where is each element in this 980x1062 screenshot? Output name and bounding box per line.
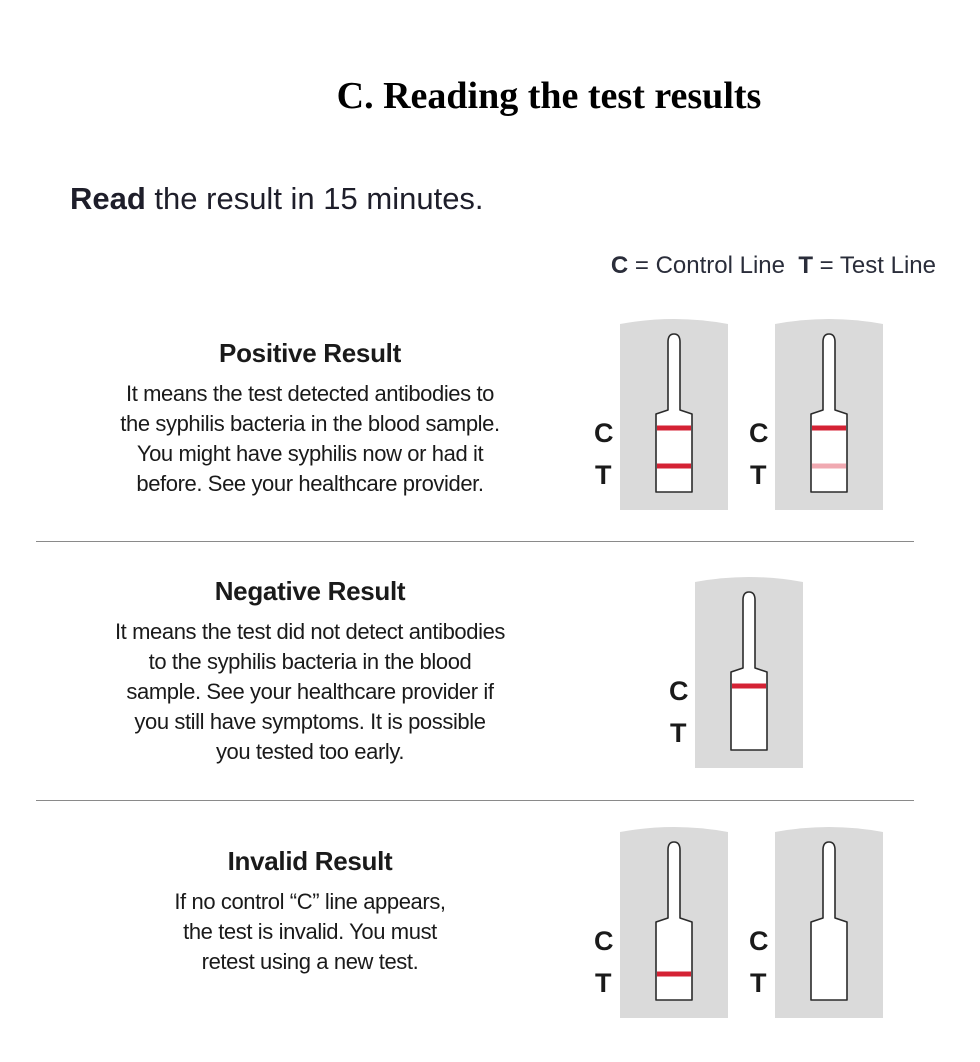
strip-window bbox=[810, 841, 848, 1001]
strip-window bbox=[810, 333, 848, 493]
control-line bbox=[812, 425, 846, 431]
positive-heading: Positive Result bbox=[219, 338, 401, 368]
section-divider bbox=[36, 800, 914, 801]
strip-window bbox=[655, 841, 693, 1001]
test-strip bbox=[775, 827, 883, 1018]
t-label: T bbox=[595, 968, 612, 998]
invalid-section-text: Invalid Result If no control “C” line ap… bbox=[90, 846, 530, 977]
strip-window bbox=[655, 333, 693, 493]
intro-text: Read the result in 15 minutes. bbox=[70, 181, 484, 217]
positive-line: the syphilis bacteria in the blood sampl… bbox=[120, 411, 500, 436]
control-line bbox=[732, 683, 766, 689]
negative-line: sample. See your healthcare provider if bbox=[126, 679, 494, 704]
negative-line: you tested too early. bbox=[215, 739, 405, 764]
positive-line: You might have syphilis now or had it bbox=[136, 441, 484, 466]
c-label: C bbox=[669, 676, 689, 706]
c-label: C bbox=[749, 926, 769, 956]
negative-section-text: Negative Result It means the test did no… bbox=[50, 576, 570, 767]
negative-line: to the syphilis bacteria in the blood bbox=[148, 649, 472, 674]
line-legend: C = Control Line T = Test Line bbox=[611, 252, 936, 280]
invalid-line: retest using a new test. bbox=[201, 949, 419, 974]
invalid-description: If no control “C” line appears, the test… bbox=[90, 887, 530, 977]
test-line bbox=[657, 463, 691, 469]
legend-c-letter: C bbox=[610, 252, 629, 279]
invalid-line: the test is invalid. You must bbox=[183, 919, 437, 944]
t-label: T bbox=[595, 460, 612, 490]
c-label: C bbox=[594, 926, 614, 956]
control-line bbox=[657, 425, 691, 431]
strip-window bbox=[730, 591, 768, 751]
page-title: C. Reading the test results bbox=[336, 75, 762, 117]
t-label: T bbox=[670, 718, 687, 748]
section-divider bbox=[36, 541, 914, 542]
negative-line: you still have symptoms. It is possible bbox=[134, 709, 486, 734]
test-strip bbox=[620, 827, 728, 1018]
positive-description: It means the test detected antibodies to… bbox=[60, 379, 560, 499]
invalid-line: If no control “C” line appears, bbox=[174, 889, 446, 914]
test-strip bbox=[775, 319, 883, 510]
test-line bbox=[812, 463, 846, 469]
positive-line: It means the test detected antibodies to bbox=[125, 381, 495, 406]
legend-t-letter: T bbox=[798, 252, 814, 279]
c-label: C bbox=[749, 418, 769, 448]
legend-c-text: = Control Line bbox=[628, 252, 785, 279]
intro-bold: Read bbox=[70, 181, 146, 216]
negative-line: It means the test did not detect antibod… bbox=[114, 619, 506, 644]
invalid-heading: Invalid Result bbox=[227, 846, 393, 876]
c-label: C bbox=[594, 418, 614, 448]
test-strip bbox=[620, 319, 728, 510]
intro-rest: the result in 15 minutes. bbox=[145, 181, 484, 216]
test-strip bbox=[695, 577, 803, 768]
positive-section-text: Positive Result It means the test detect… bbox=[60, 338, 560, 499]
t-label: T bbox=[750, 968, 767, 998]
positive-line: before. See your healthcare provider. bbox=[136, 471, 484, 496]
t-label: T bbox=[750, 460, 767, 490]
negative-description: It means the test did not detect antibod… bbox=[50, 617, 570, 767]
legend-t-text: = Test Line bbox=[813, 252, 936, 279]
test-line bbox=[657, 971, 691, 977]
negative-heading: Negative Result bbox=[214, 576, 406, 606]
